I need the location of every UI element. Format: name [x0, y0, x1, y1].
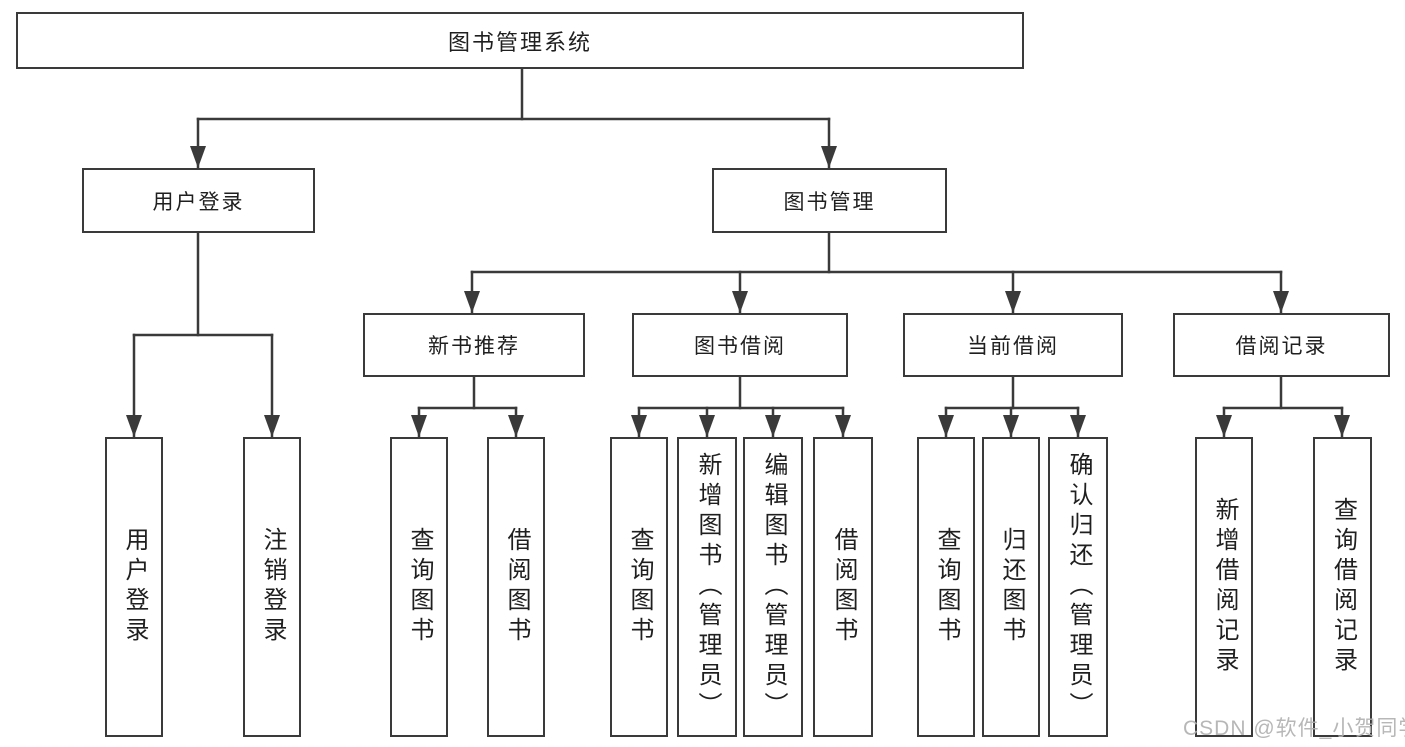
node-current-borrow: 当前借阅	[903, 313, 1123, 377]
leaf-borrow-query-books: 查询图书	[610, 437, 668, 737]
node-new-book-recommend-label: 新书推荐	[428, 335, 520, 358]
node-book-management: 图书管理	[712, 168, 947, 233]
node-user-login-label: 用户登录	[152, 190, 245, 214]
leaf-recommend-query-books-label: 查询图书	[406, 527, 433, 647]
leaf-recommend-borrow-books: 借阅图书	[487, 437, 545, 737]
leaf-recommend-query-books: 查询图书	[390, 437, 448, 737]
node-borrow-records: 借阅记录	[1173, 313, 1390, 377]
leaf-borrow-borrow-books-label: 借阅图书	[830, 527, 857, 647]
node-user-login: 用户登录	[82, 168, 315, 233]
leaf-borrow-edit-books: 编辑图书（管理员）	[743, 437, 803, 737]
leaf-records-add-record-label: 新增借阅记录	[1211, 497, 1238, 677]
leaf-current-query-books: 查询图书	[917, 437, 975, 737]
leaf-current-return-books-label: 归还图书	[998, 527, 1025, 647]
leaf-records-query-record-label: 查询借阅记录	[1329, 497, 1357, 677]
node-current-borrow-label: 当前借阅	[967, 335, 1059, 358]
node-book-borrow-label: 图书借阅	[694, 335, 786, 358]
leaf-recommend-borrow-books-label: 借阅图书	[503, 527, 530, 647]
leaf-current-query-books-label: 查询图书	[933, 527, 960, 647]
leaf-borrow-add-books: 新增图书（管理员）	[677, 437, 737, 737]
node-new-book-recommend: 新书推荐	[363, 313, 585, 377]
node-borrow-records-label: 借阅记录	[1235, 335, 1328, 358]
leaf-records-query-record: 查询借阅记录	[1313, 437, 1372, 737]
node-root-label: 图书管理系统	[447, 29, 592, 55]
leaf-user-login-label: 用户登录	[121, 527, 148, 647]
leaf-borrow-edit-books-label: 编辑图书（管理员）	[760, 452, 787, 722]
node-book-management-label: 图书管理	[783, 190, 876, 214]
leaf-user-login: 用户登录	[105, 437, 163, 737]
leaf-current-confirm-return: 确认归还（管理员）	[1048, 437, 1108, 737]
leaf-current-confirm-return-label: 确认归还（管理员）	[1065, 452, 1092, 722]
leaf-borrow-query-books-label: 查询图书	[626, 527, 653, 647]
leaf-logout: 注销登录	[243, 437, 301, 737]
leaf-logout-label: 注销登录	[259, 527, 286, 647]
node-book-borrow: 图书借阅	[632, 313, 848, 377]
leaf-borrow-borrow-books: 借阅图书	[813, 437, 873, 737]
leaf-current-return-books: 归还图书	[982, 437, 1040, 737]
csdn-watermark: CSDN @软件_小贺同学	[1183, 717, 1405, 740]
leaf-records-add-record: 新增借阅记录	[1195, 437, 1253, 737]
node-root: 图书管理系统	[16, 12, 1024, 69]
leaf-borrow-add-books-label: 新增图书（管理员）	[694, 452, 721, 722]
